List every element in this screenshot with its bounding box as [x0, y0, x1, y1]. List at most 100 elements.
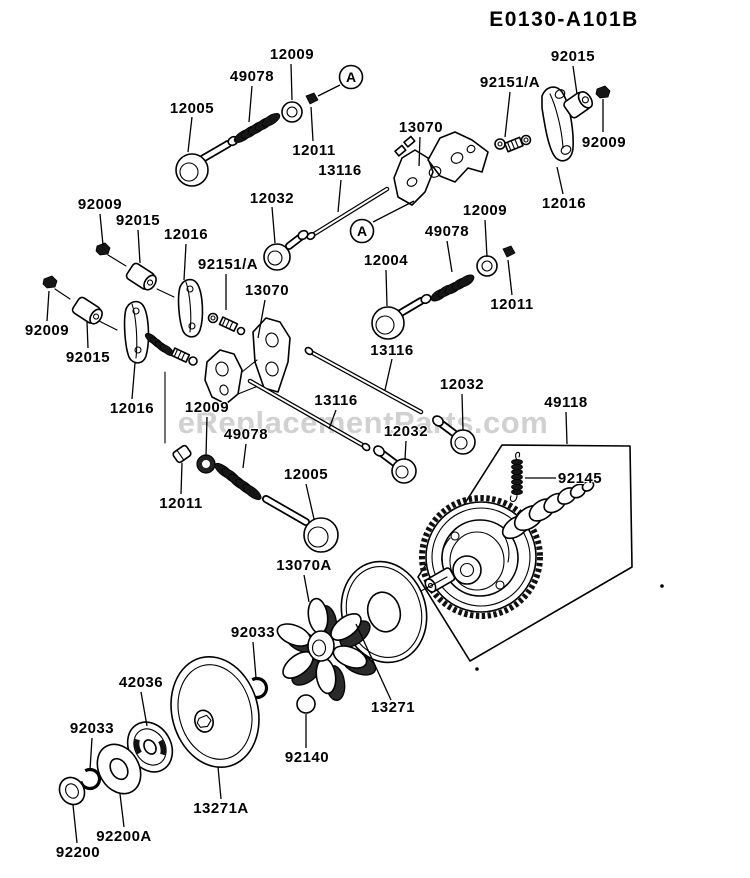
part-label-92015-b: 92015 [116, 212, 160, 229]
part-label-13070A: 13070A [276, 557, 332, 574]
callout-line-callout-a-mid [372, 200, 415, 223]
leader-line-49078-c [242, 443, 247, 469]
star-plate-13070A [276, 597, 377, 702]
leader-line-92200A [119, 793, 125, 828]
spring-retainer-12009-right [476, 255, 498, 277]
pivot-92015-c [71, 296, 103, 325]
part-label-13070-a: 13070 [399, 119, 443, 136]
rocker-arm-12016-b [177, 278, 204, 338]
leader-line-49078-a [248, 85, 253, 123]
leader-line-49078-b [446, 240, 453, 273]
diagram-code-title: E0130-A101B [489, 8, 639, 31]
part-label-12032-c: 12032 [384, 423, 428, 440]
valve-spring-49078-bottom [214, 462, 262, 501]
callout-a-mid-letter: A [357, 223, 367, 239]
leader-line-92033-a [252, 641, 257, 679]
part-label-12032-b: 12032 [440, 376, 484, 393]
leader-line-13116-b [384, 358, 393, 391]
part-label-92033-b: 92033 [70, 720, 114, 737]
part-label-49078-c: 49078 [224, 426, 268, 443]
rocker-bracket-13070-left [204, 317, 291, 405]
leader-line-12032-b [461, 393, 464, 431]
dot-detail [660, 584, 664, 588]
leader-line-49118 [565, 411, 568, 445]
part-label-12011-a: 12011 [292, 142, 335, 159]
valve-12004 [371, 293, 432, 340]
part-label-92015-c: 92015 [66, 349, 110, 366]
leader-line-12004 [385, 269, 388, 307]
callouts-layer: AA [317, 64, 415, 244]
nut-92009-b [95, 242, 111, 256]
leader-line-13070-a [418, 136, 421, 167]
rocker-arm-12016-top [541, 86, 574, 162]
pivot-92015-top [563, 91, 594, 119]
part-label-13116-b: 13116 [370, 342, 413, 359]
part-label-92033-a: 92033 [231, 624, 275, 641]
spring-retainer-12009-top [281, 101, 303, 123]
part-label-13271A: 13271A [193, 800, 249, 817]
rocker-arm-12016-c [123, 300, 150, 364]
leader-line-92015-a [572, 65, 578, 95]
pushrod-13116-top [306, 186, 390, 241]
part-label-92200: 92200 [56, 844, 100, 861]
part-label-92015-a: 92015 [551, 48, 595, 65]
pushrod-13116-b [247, 378, 371, 452]
valve-keeper-12011-right [502, 245, 516, 258]
leader-line-92200 [72, 804, 78, 844]
part-label-13116-c: 13116 [314, 392, 357, 409]
callout-a-top-letter: A [346, 69, 356, 85]
part-label-49078-b: 49078 [425, 223, 469, 240]
adjuster-spring-92151A-c [144, 332, 198, 366]
tappet-12032-c [373, 445, 417, 484]
leader-line-12011-b [507, 259, 513, 296]
part-label-13070-b: 13070 [245, 282, 289, 299]
rocker-bank-3 [42, 275, 198, 444]
leader-line-92015-b [137, 229, 141, 264]
part-label-92145: 92145 [558, 470, 602, 487]
leader-line-13271A [217, 766, 222, 800]
part-label-12005-b: 12005 [284, 466, 328, 483]
valve-spring-49078-top [233, 113, 281, 143]
part-label-92009-b: 92009 [78, 196, 122, 213]
spring-retainer-12009-bottom [196, 454, 216, 474]
valve-keeper-12011-bottom [172, 444, 192, 464]
leader-line-92015-c [86, 321, 89, 349]
part-label-49078-a: 49078 [230, 68, 274, 85]
part-label-12005-a: 12005 [170, 100, 214, 117]
valve-12005-bottom [262, 495, 339, 553]
part-label-13116-a: 13116 [318, 162, 361, 179]
washer-92200 [58, 776, 86, 806]
pivot-92015-b [125, 262, 157, 291]
adjuster-92151A-b [207, 312, 246, 336]
leader-line-12016-b [183, 243, 187, 281]
adjuster-screw-92151A-top [494, 134, 532, 153]
part-label-12016-a: 12016 [542, 195, 586, 212]
callout-a-top-circle [338, 64, 364, 90]
part-label-92140: 92140 [285, 749, 329, 766]
watermark-text: eReplacementParts.com [178, 405, 549, 440]
leader-line-13116-c [328, 409, 337, 430]
diagram-line-art [42, 85, 664, 806]
leader-line-13271 [355, 623, 392, 701]
part-label-12009-c: 12009 [463, 202, 507, 219]
part-label-12009-e: 12009 [185, 399, 229, 416]
spring-92145 [509, 451, 523, 503]
part-label-12016-c: 12016 [110, 400, 154, 417]
part-label-12016-b: 12016 [164, 226, 208, 243]
callout-a-mid-circle [349, 218, 375, 244]
callout-line-callout-a-top [317, 84, 341, 97]
pin-92140 [296, 694, 316, 714]
leader-line-13070A [303, 574, 310, 603]
leader-line-12005-a [187, 116, 193, 153]
part-label-49118: 49118 [544, 394, 587, 411]
washer-92200A [96, 743, 142, 795]
part-label-12032-a: 12032 [250, 190, 294, 207]
leader-line-13116-a [337, 179, 342, 213]
part-label-92151A-b: 92151/A [198, 256, 258, 273]
disc-13271A [170, 655, 260, 769]
part-labels-layer: 12009 49078 12005 12011 13116 13070 92151/A 920… [24, 45, 627, 862]
part-label-12011-b: 12011 [490, 296, 533, 313]
dot-detail [475, 667, 479, 671]
valve-spring-49078-right [430, 274, 475, 302]
